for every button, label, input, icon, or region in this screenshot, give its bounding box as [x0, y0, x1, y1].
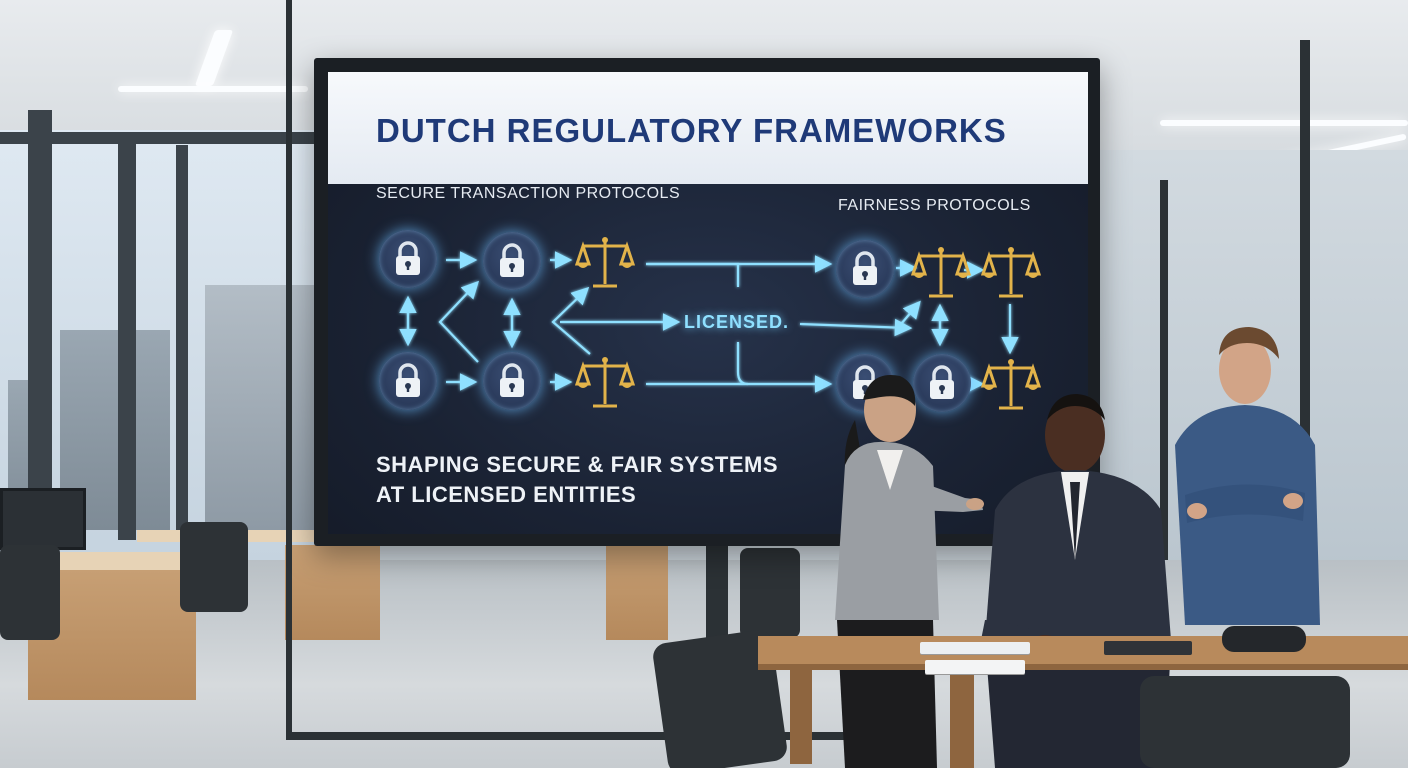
secure-transaction-label: SECURE TRANSACTION PROTOCOLS [376, 185, 681, 202]
office-chair [0, 545, 60, 640]
notepad [920, 642, 1030, 654]
office-chair [180, 522, 248, 612]
glass-partition-frame [286, 732, 846, 740]
glass-frame [1160, 180, 1168, 600]
table-leg [790, 664, 812, 764]
padlock-icon [379, 230, 437, 288]
desk [285, 545, 380, 640]
title-band [328, 72, 1088, 184]
padlock-icon [379, 352, 437, 410]
licensed-label: LICENSED. [684, 312, 790, 332]
presentation-title: DUTCH REGULATORY FRAMEWORKS [376, 112, 1007, 149]
glass-frame [1300, 40, 1310, 620]
glass-partition-frame [286, 0, 292, 740]
balance-scale-icon [574, 232, 636, 294]
office-chair [740, 548, 800, 638]
computer-monitor [0, 488, 86, 550]
padlock-icon [483, 352, 541, 410]
balance-scale-icon [910, 242, 972, 304]
flow-diagram-arrows [399, 251, 1019, 393]
balance-scale-icon [980, 354, 1042, 416]
skyline-building [205, 285, 315, 530]
padlock-icon [836, 240, 894, 298]
padlock-icon [913, 354, 971, 412]
foreground-chair [1140, 676, 1350, 768]
window-mullion [118, 140, 136, 540]
man-in-dark-suit [981, 394, 1171, 768]
window-mullion [28, 110, 52, 550]
conference-table [758, 636, 1408, 664]
fairness-protocols-label: FAIRNESS PROTOCOLS [838, 197, 1031, 214]
tablet [1104, 641, 1192, 655]
padlock-icon [483, 232, 541, 290]
window-mullion [0, 132, 330, 144]
man-in-blue-shirt [1175, 327, 1320, 625]
bottom-caption: SHAPING SECURE & FAIR SYSTEMS AT LICENSE… [376, 450, 778, 510]
window-mullion [176, 145, 188, 540]
ceiling-light [118, 86, 308, 92]
speaker-device [1222, 626, 1306, 652]
presentation-screen: DUTCH REGULATORY FRAMEWORKS SECURE TRANS… [328, 72, 1088, 534]
bottom-caption-line-1: SHAPING SECURE & FAIR SYSTEMS [376, 452, 779, 477]
back-cabinet [606, 545, 668, 640]
table-leg [950, 664, 974, 768]
ceiling-light [1160, 120, 1408, 126]
bottom-caption-line-2: AT LICENSED ENTITIES [376, 482, 637, 507]
balance-scale-icon [980, 242, 1042, 304]
balance-scale-icon [574, 352, 636, 414]
notepad [925, 660, 1025, 674]
